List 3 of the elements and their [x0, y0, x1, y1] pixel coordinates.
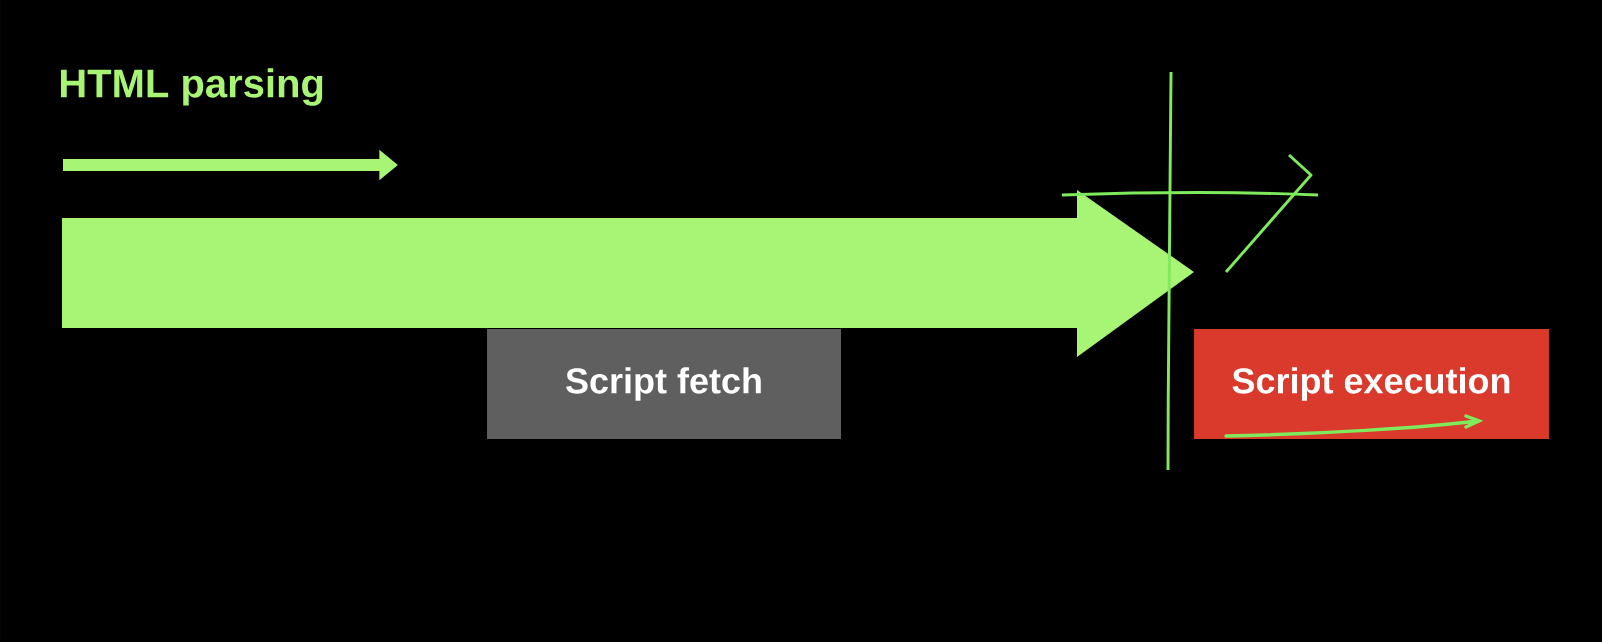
heading: HTML parsing [60, 68, 323, 106]
process-box: Script execution [1194, 329, 1549, 439]
process-box: Script fetch [487, 329, 841, 439]
